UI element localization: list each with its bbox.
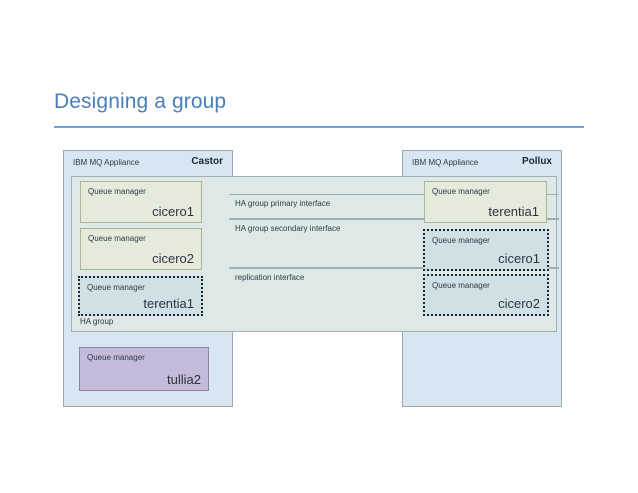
- queue-manager-kind-label: Queue manager: [432, 187, 490, 196]
- queue-manager-name: cicero2: [498, 296, 540, 311]
- queue-manager-kind-label: Queue manager: [87, 283, 145, 292]
- queue-manager-kind-label: Queue manager: [432, 236, 490, 245]
- queue-manager-cicero2-pollux: Queue manager cicero2: [423, 274, 549, 316]
- queue-manager-kind-label: Queue manager: [88, 187, 146, 196]
- ha-group-secondary-interface-label: HA group secondary interface: [235, 224, 341, 233]
- appliance-name-castor: Castor: [191, 156, 223, 167]
- ha-group-secondary-interface: HA group secondary interface: [229, 219, 559, 268]
- queue-manager-terentia1-castor: Queue manager terentia1: [78, 276, 203, 316]
- queue-manager-cicero2-castor: Queue manager cicero2: [80, 228, 202, 270]
- queue-manager-kind-label: Queue manager: [88, 234, 146, 243]
- queue-manager-name: cicero1: [152, 204, 194, 219]
- title-divider: [54, 126, 584, 128]
- queue-manager-name: cicero2: [152, 251, 194, 266]
- queue-manager-name: terentia1: [488, 204, 539, 219]
- appliance-type-label: IBM MQ Appliance: [412, 158, 479, 167]
- replication-interface-label: replication interface: [235, 273, 305, 282]
- ha-group-label: HA group: [80, 317, 114, 326]
- appliance-type-label: IBM MQ Appliance: [73, 158, 140, 167]
- page-title: Designing a group: [54, 90, 227, 113]
- queue-manager-kind-label: Queue manager: [87, 353, 145, 362]
- replication-interface: replication interface: [229, 268, 559, 332]
- queue-manager-terentia1-pollux: Queue manager terentia1: [424, 181, 547, 223]
- ha-group-primary-interface: HA group primary interface: [229, 194, 559, 219]
- queue-manager-name: cicero1: [498, 251, 540, 266]
- queue-manager-name: terentia1: [143, 296, 194, 311]
- ha-group-primary-interface-label: HA group primary interface: [235, 199, 331, 208]
- queue-manager-tullia2-castor: Queue manager tullia2: [79, 347, 209, 391]
- queue-manager-kind-label: Queue manager: [432, 281, 490, 290]
- queue-manager-cicero1-pollux: Queue manager cicero1: [423, 229, 549, 271]
- appliance-name-pollux: Pollux: [521, 156, 552, 167]
- queue-manager-name: tullia2: [167, 372, 201, 387]
- queue-manager-cicero1-castor: Queue manager cicero1: [80, 181, 202, 223]
